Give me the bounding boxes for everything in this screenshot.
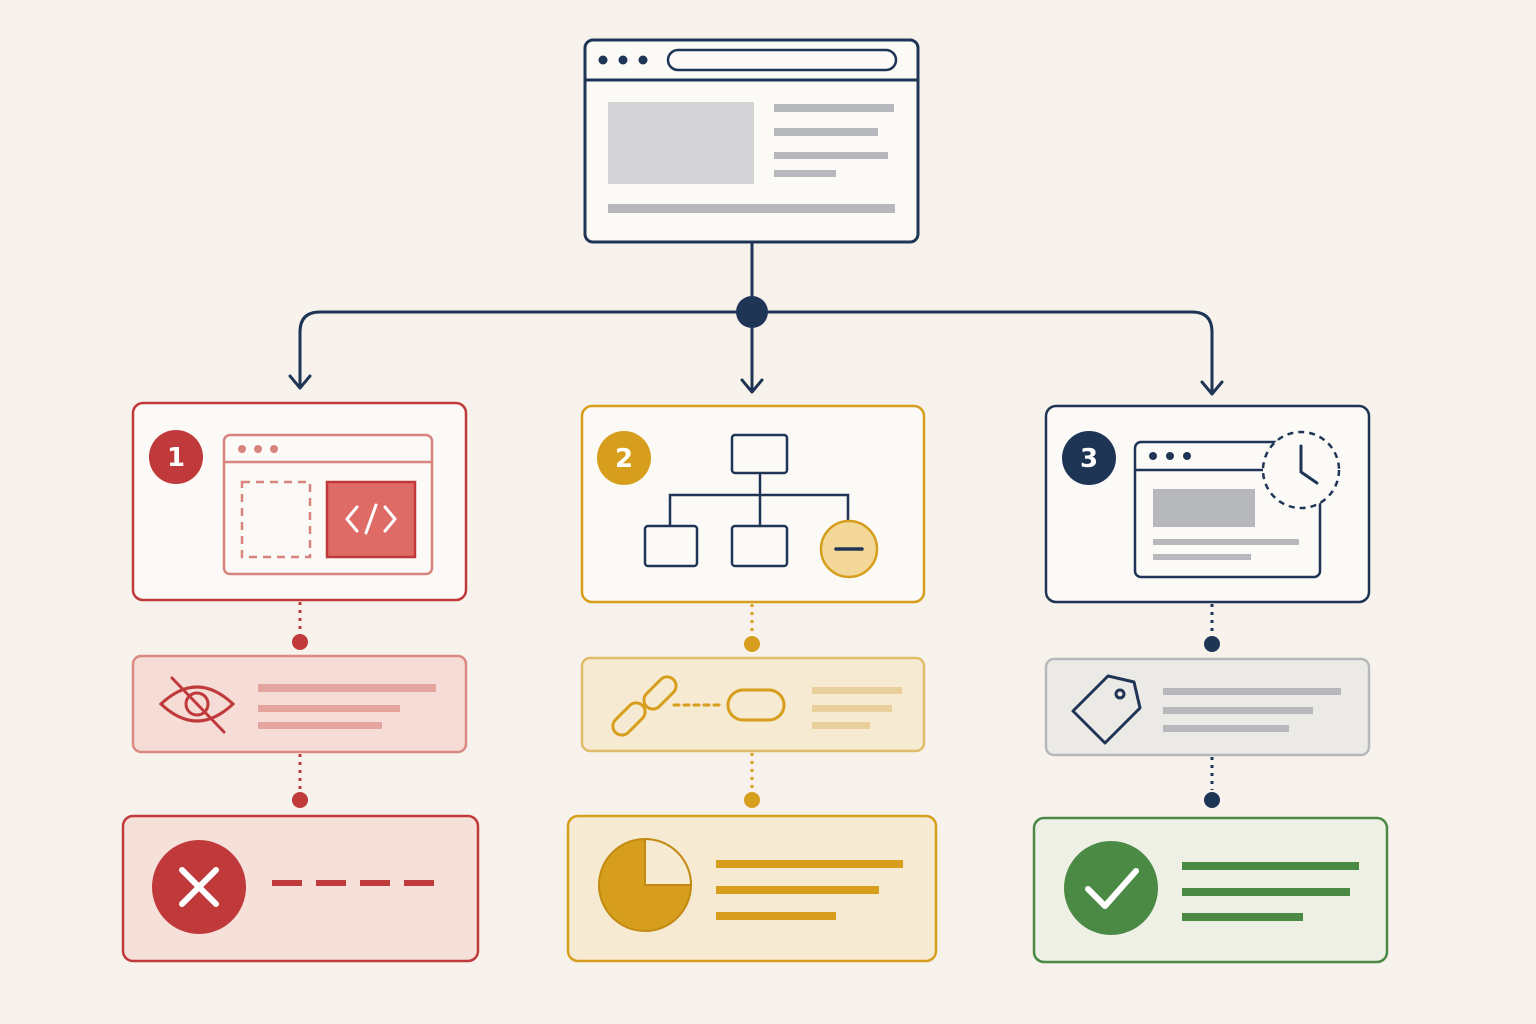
hierarchy-minus-icon: [643, 433, 879, 579]
eye-slash-icon: [158, 676, 236, 734]
number-badge-1-label: 1: [167, 443, 185, 473]
source-webpage-window: [583, 38, 920, 244]
number-badge-2-label: 2: [615, 444, 633, 474]
branch-3: 3: [1032, 404, 1389, 964]
pie-chart-icon: [598, 837, 693, 932]
number-badge-2: [597, 431, 651, 485]
code-window-icon: [222, 433, 434, 576]
number-badge-1: [149, 430, 203, 484]
branch-2: 2: [566, 404, 938, 963]
hero-image-placeholder: [608, 102, 754, 184]
address-bar: [666, 48, 898, 72]
splitter-connectors: [288, 240, 1224, 396]
split-node: [736, 296, 768, 328]
check-circle-icon: [1064, 841, 1158, 935]
x-circle-icon: [152, 840, 246, 934]
branch-1: 1: [121, 401, 480, 963]
clock-window-icon: [1133, 430, 1341, 579]
branch-1-step-card: [131, 654, 468, 754]
number-badge-3-label: 3: [1080, 444, 1098, 474]
tag-icon: [1071, 674, 1142, 745]
broken-link-icon: [611, 675, 786, 737]
number-badge-3: [1062, 431, 1116, 485]
